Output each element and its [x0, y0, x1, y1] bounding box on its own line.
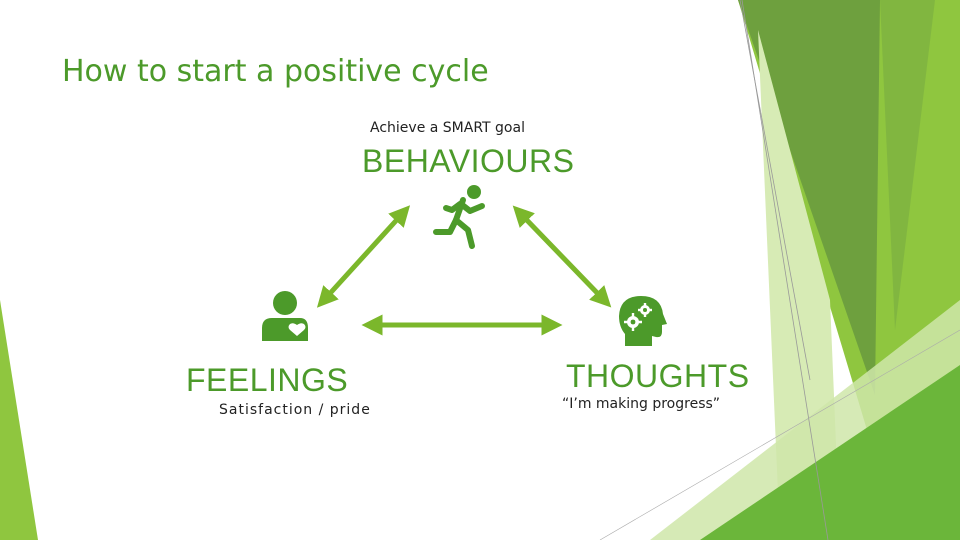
deco-shape-mid: [880, 0, 935, 330]
deco-line-1: [739, 0, 811, 381]
deco-shape-bottom-green: [700, 365, 960, 540]
head-gears-icon: [619, 296, 667, 346]
running-person-icon: [433, 185, 485, 249]
deco-line-3: [599, 329, 960, 540]
person-heart-icon: [262, 291, 308, 341]
arrow-behaviours-thoughts: [512, 205, 612, 308]
deco-shape-left-strip: [0, 300, 38, 540]
thoughts-label: THOUGHTS: [566, 358, 750, 394]
feelings-caption: Satisfaction / pride: [219, 402, 371, 418]
behaviours-caption: Achieve a SMART goal: [370, 120, 525, 136]
slide-title: How to start a positive cycle: [62, 54, 489, 89]
behaviours-label: BEHAVIOURS: [362, 143, 575, 179]
deco-line-2: [741, 0, 829, 540]
thoughts-caption: “I’m making progress”: [562, 396, 721, 412]
arrow-behaviours-feelings: [316, 205, 411, 308]
feelings-label: FEELINGS: [186, 362, 349, 398]
